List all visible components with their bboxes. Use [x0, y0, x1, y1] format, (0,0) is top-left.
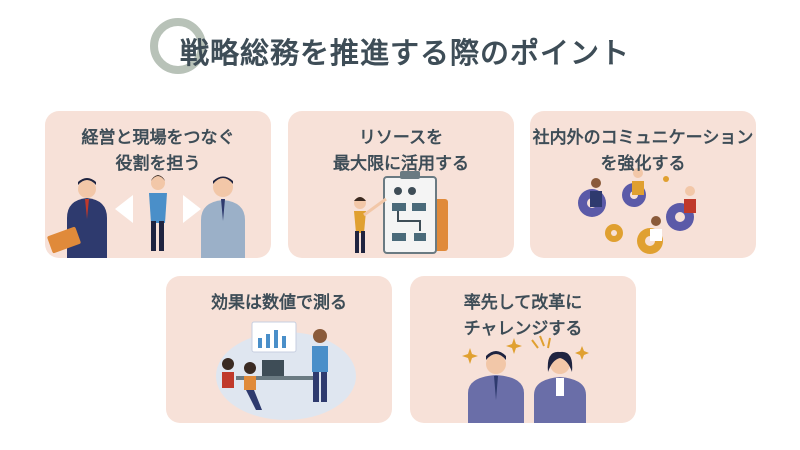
- header: 戦略総務を推進する際のポイント: [0, 0, 800, 96]
- point-card-2: リソースを 最大限に活用する: [288, 111, 514, 258]
- point-card-5-line-1: 率先して改革に: [463, 293, 583, 313]
- point-card-1-title: 経営と現場をつなぐ 役割を担う: [45, 125, 271, 177]
- data-analysis-team-icon: [216, 321, 356, 420]
- title-ring-decoration: [150, 18, 206, 74]
- point-card-2-line-1: リソースを: [358, 128, 444, 148]
- flowchart-board-icon: [354, 171, 448, 254]
- point-card-4-line-1: 効果は数値で測る: [211, 293, 347, 313]
- page-title: 戦略総務を推進する際のポイント: [180, 36, 631, 70]
- point-card-4-title: 効果は数値で測る: [166, 290, 392, 316]
- point-card-1-line-2: 役割を担う: [115, 154, 201, 174]
- business-people-connecting-icon: [47, 175, 245, 258]
- point-card-3-line-2: を強化する: [600, 154, 686, 174]
- point-card-2-line-2: 最大限に活用する: [333, 154, 469, 174]
- point-card-5-line-2: チャレンジする: [463, 319, 583, 339]
- point-card-1: 経営と現場をつなぐ 役割を担う: [45, 111, 271, 258]
- point-card-2-title: リソースを 最大限に活用する: [288, 125, 514, 177]
- point-card-5-title: 率先して改革に チャレンジする: [410, 290, 636, 342]
- motivated-people-icon: [462, 335, 589, 423]
- point-card-1-line-1: 経営と現場をつなぐ: [81, 128, 235, 148]
- point-card-3-line-1: 社内外のコミュニケーション: [532, 128, 754, 148]
- team-gears-icon: [578, 168, 696, 254]
- point-card-5: 率先して改革に チャレンジする: [410, 276, 636, 423]
- point-card-3: 社内外のコミュニケーション を強化する: [530, 111, 756, 258]
- point-card-4: 効果は数値で測る: [166, 276, 392, 423]
- point-card-3-title: 社内外のコミュニケーション を強化する: [530, 125, 756, 177]
